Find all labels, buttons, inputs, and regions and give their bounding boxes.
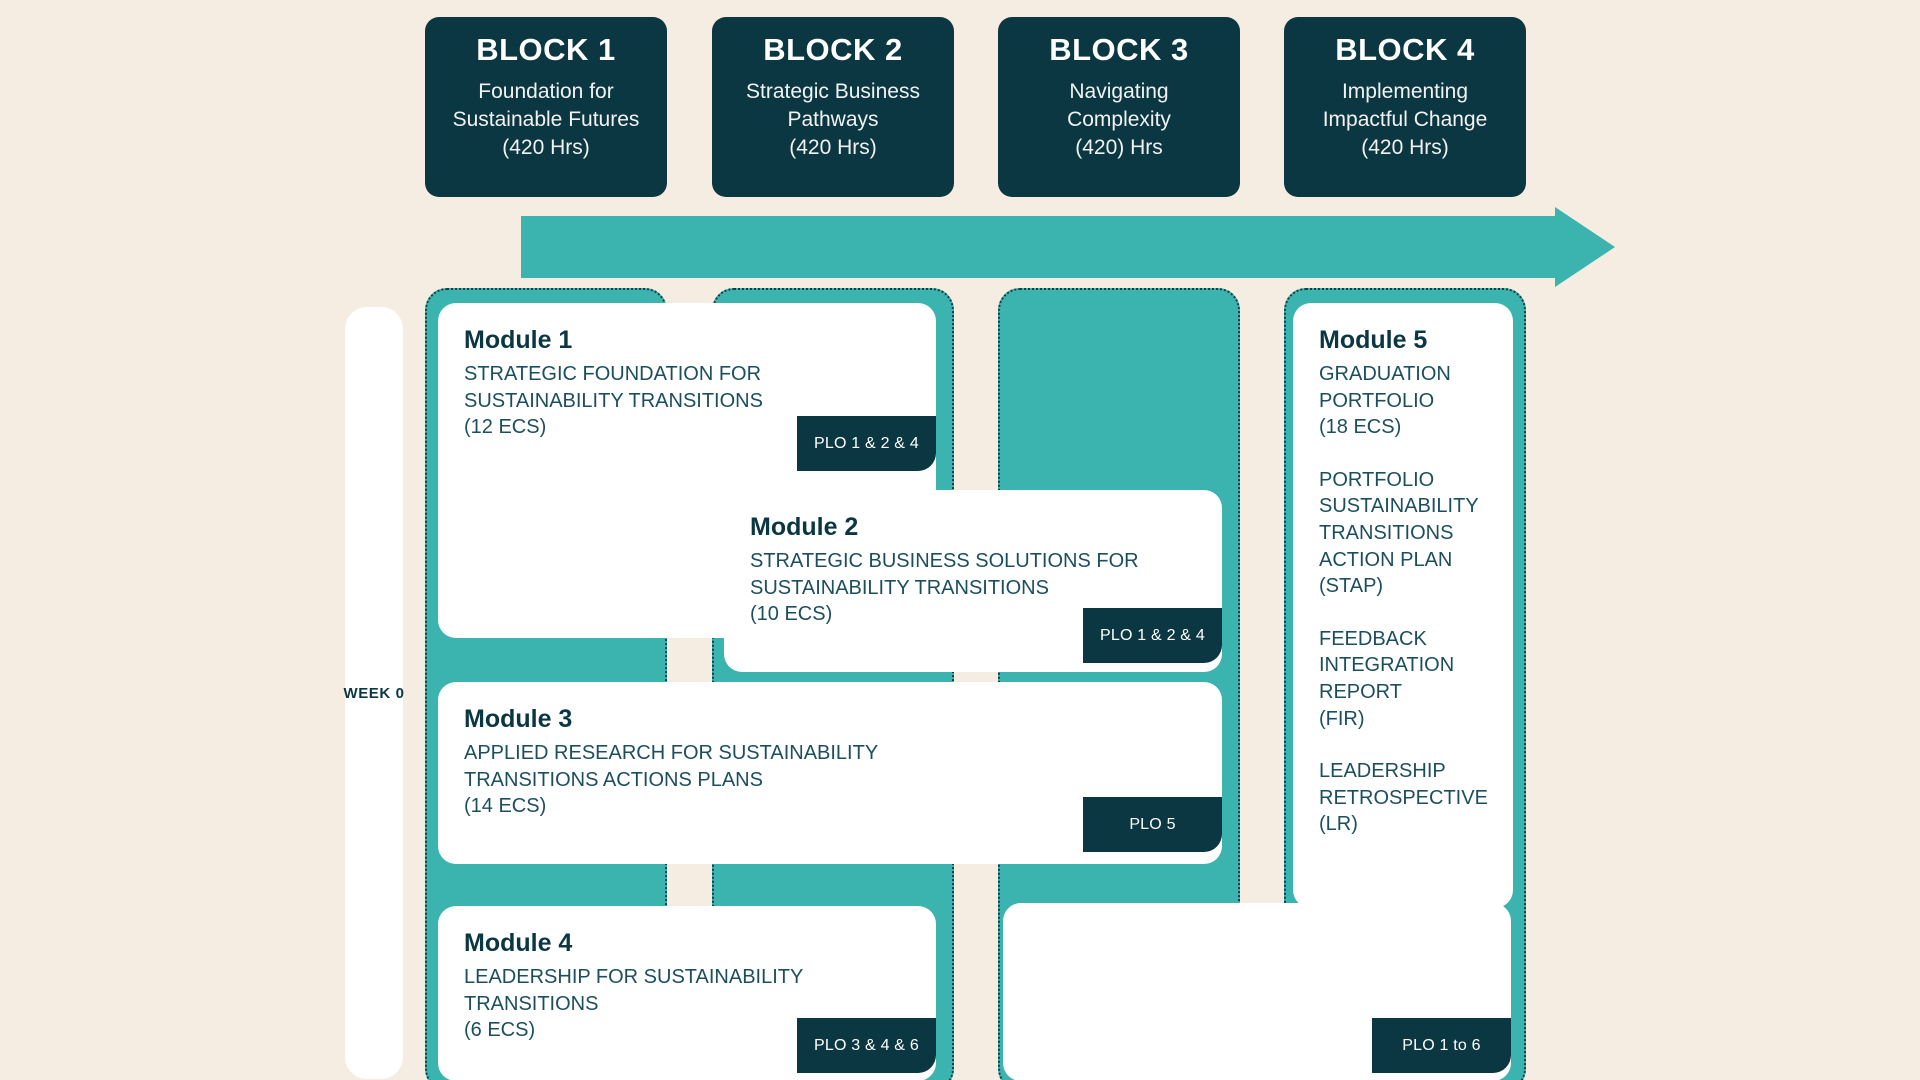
block-subtitle: Implementing Impactful Change (420 Hrs) xyxy=(1322,80,1488,159)
module-credits: (12 ECs) xyxy=(464,416,547,439)
plo-badge-module-3[interactable]: PLO 5 xyxy=(1083,797,1222,852)
plo-badge-module-4[interactable]: PLO 3 & 4 & 6 xyxy=(797,1018,936,1073)
module5-section-portfolio: GRADUATION PORTFOLIO (18 ECs) xyxy=(1319,363,1451,439)
module-card-5[interactable]: Module 5 GRADUATION PORTFOLIO (18 ECs) P… xyxy=(1293,303,1513,908)
module-description: LEADERSHIP FOR SUSTAINABILITY TRANSITION… xyxy=(464,966,804,1015)
block-title: BLOCK 4 xyxy=(1335,32,1475,67)
module-credits: (6 ECs) xyxy=(464,1019,536,1042)
module-description: APPLIED RESEARCH FOR SUSTAINABILITY TRAN… xyxy=(464,742,879,791)
module-title: Module 1 xyxy=(464,326,573,354)
module-credits: (10 ECs) xyxy=(750,603,833,626)
plo-badge-module-5[interactable]: PLO 1 to 6 xyxy=(1372,1018,1511,1073)
block-card-3[interactable]: BLOCK 3 Navigating Complexity (420) Hrs xyxy=(998,17,1240,197)
block-title: BLOCK 2 xyxy=(763,32,903,67)
right-arrow-icon xyxy=(1555,207,1615,287)
plo-badge-module-2[interactable]: PLO 1 & 2 & 4 xyxy=(1083,608,1222,663)
progress-arrow xyxy=(521,207,1615,298)
module5-section-stap: PORTFOLIO SUSTAINABILITY TRANSITIONS ACT… xyxy=(1319,468,1479,598)
block-card-4[interactable]: BLOCK 4 Implementing Impactful Change (4… xyxy=(1284,17,1526,197)
block-card-2[interactable]: BLOCK 2 Strategic Business Pathways (420… xyxy=(712,17,954,197)
module5-section-fir: FEEDBACK INTEGRATION REPORT (FIR) xyxy=(1319,627,1455,730)
module-title: Module 3 xyxy=(464,705,573,733)
arrow-bar xyxy=(521,216,1563,278)
block-subtitle: Navigating Complexity (420) Hrs xyxy=(1067,80,1171,159)
module-title: Module 4 xyxy=(464,929,573,957)
block-subtitle: Foundation for Sustainable Futures (420 … xyxy=(452,80,640,159)
module-credits: (14 ECs) xyxy=(464,795,547,818)
week-0-label: WEEK 0 xyxy=(343,684,405,702)
block-title: BLOCK 1 xyxy=(476,32,616,67)
module5-section-lr: LEADERSHIP RETROSPECTIVE (LR) xyxy=(1319,760,1488,836)
module-description: STRATEGIC BUSINESS SOLUTIONS FOR SUSTAIN… xyxy=(750,550,1139,599)
module-title: Module 2 xyxy=(750,513,859,541)
week-0-column: WEEK 0 xyxy=(343,307,405,1079)
plo-badge-module-1[interactable]: PLO 1 & 2 & 4 xyxy=(797,416,936,471)
block-card-1[interactable]: BLOCK 1 Foundation for Sustainable Futur… xyxy=(425,17,667,197)
block-title: BLOCK 3 xyxy=(1049,32,1189,67)
block-subtitle: Strategic Business Pathways (420 Hrs) xyxy=(746,80,920,159)
module-title: Module 5 xyxy=(1319,326,1428,354)
module-description: STRATEGIC FOUNDATION FOR SUSTAINABILITY … xyxy=(464,363,763,412)
